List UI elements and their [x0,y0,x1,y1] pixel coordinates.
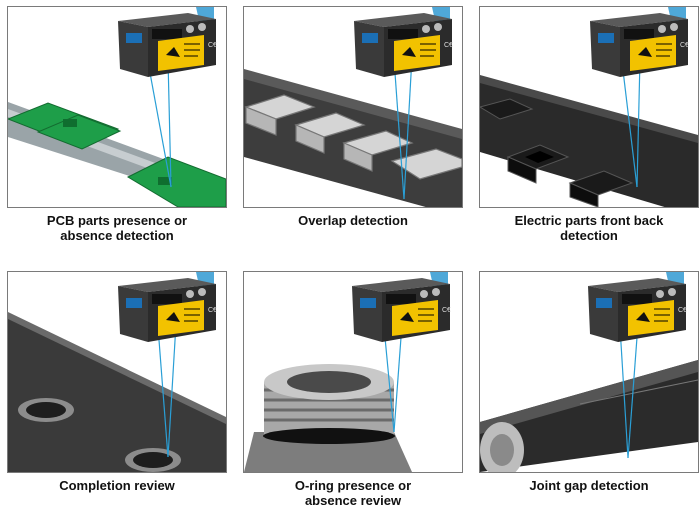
panel-caption: Electric parts front back detection [514,213,664,243]
laser-beam-icon [393,58,405,200]
laser-beam-icon [147,61,172,188]
laser-beam-icon [619,326,629,459]
panel-image [7,271,227,473]
panel-caption: O-ring presence or absence review [294,478,412,508]
laser-sensor-icon [118,7,218,77]
panel-image [243,271,463,473]
panel-caption: Overlap detection [298,213,408,228]
panel-image [479,271,699,473]
panel-image [7,6,227,208]
laser-sensor-icon [588,272,688,342]
panel-caption: PCB parts presence or absence detection [46,213,188,243]
panel-image [243,6,463,208]
laser-beam-icon [383,326,395,433]
laser-beam-icon [157,326,169,458]
panel-image [479,6,699,208]
laser-beam-icon [621,61,638,188]
laser-sensor-icon [118,272,218,342]
laser-sensor-icon [354,7,454,77]
panel-caption: Completion review [59,478,175,493]
laser-sensor-icon [590,7,690,77]
panel-caption: Joint gap detection [529,478,649,493]
